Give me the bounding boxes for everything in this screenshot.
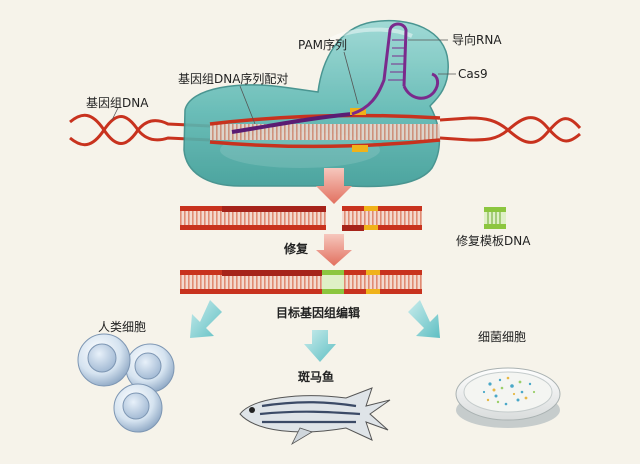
label-repair: 修复 xyxy=(284,242,309,256)
arrow-to-zebrafish xyxy=(304,330,336,362)
bacteria-dish-illustration xyxy=(455,367,561,428)
cut-dna xyxy=(180,206,422,231)
guide-rna xyxy=(351,22,440,116)
label-repair-template: 修复模板DNA xyxy=(456,234,531,248)
label-human-cells: 人类细胞 xyxy=(98,320,147,334)
genomic-dna-helix-left xyxy=(69,113,211,147)
label-cas9: Cas9 xyxy=(458,67,488,81)
label-genomic-dna: 基因组DNA xyxy=(86,96,149,110)
human-cells-illustration xyxy=(77,333,175,433)
repair-template-swatch xyxy=(484,207,506,229)
label-target-editing: 目标基因组编辑 xyxy=(276,306,361,320)
arrow-to-human-cells xyxy=(190,300,222,338)
pam-segment-bottom xyxy=(352,145,368,152)
leader-lines xyxy=(111,39,456,125)
arrow-to-bacteria xyxy=(408,300,440,338)
repaired-dna xyxy=(180,270,422,294)
label-genome-pairing: 基因组DNA序列配对 xyxy=(178,72,289,86)
label-guide-rna: 导向RNA xyxy=(452,33,502,47)
label-bacteria: 细菌细胞 xyxy=(478,330,527,344)
repair-arrow xyxy=(316,234,352,266)
cut-arrow xyxy=(316,168,352,204)
label-pam: PAM序列 xyxy=(298,38,348,52)
label-zebrafish: 斑马鱼 xyxy=(298,370,335,384)
genomic-dna-helix-right xyxy=(439,116,582,144)
zebrafish-illustration xyxy=(239,387,391,446)
